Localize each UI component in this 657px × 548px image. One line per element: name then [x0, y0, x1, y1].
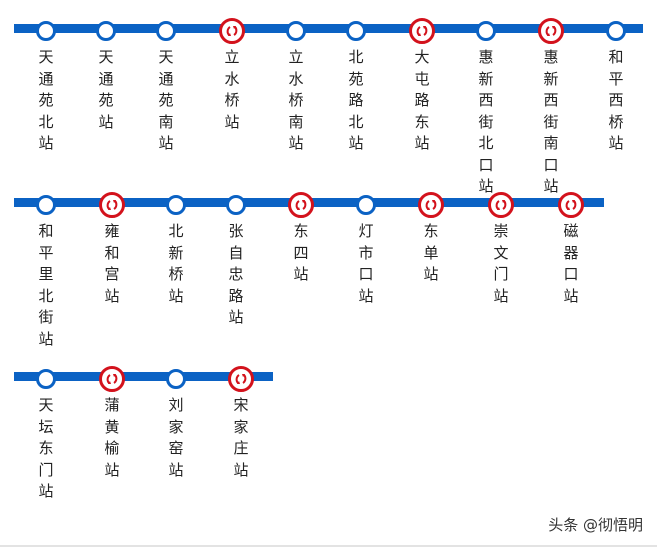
- station-circle-icon: [476, 21, 496, 41]
- station-label: 磁 器 口 站: [563, 222, 579, 305]
- station-circle-icon: [166, 195, 186, 215]
- station-label: 雍 和 宫 站: [104, 222, 120, 305]
- station-label: 天 通 苑 南 站: [158, 48, 174, 152]
- transfer-station-icon: [409, 18, 435, 44]
- station-label: 立 水 桥 站: [224, 48, 240, 131]
- line-segment-row-3: [14, 372, 273, 381]
- station-circle-icon: [36, 195, 56, 215]
- station-label: 东 单 站: [423, 222, 439, 283]
- station-circle-icon: [156, 21, 176, 41]
- transfer-station-icon: [288, 192, 314, 218]
- transfer-station-icon: [558, 192, 584, 218]
- transfer-station-icon: [488, 192, 514, 218]
- station-circle-icon: [36, 369, 56, 389]
- station-label: 和 平 里 北 街 站: [38, 222, 54, 348]
- watermark: 头条 @彻悟明: [548, 516, 643, 534]
- station-label: 北 苑 路 北 站: [348, 48, 364, 152]
- station-label: 蒲 黄 榆 站: [104, 396, 120, 479]
- station-circle-icon: [346, 21, 366, 41]
- station-circle-icon: [286, 21, 306, 41]
- station-circle-icon: [606, 21, 626, 41]
- station-label: 东 四 站: [293, 222, 309, 283]
- transfer-station-icon: [99, 366, 125, 392]
- station-label: 北 新 桥 站: [168, 222, 184, 305]
- transfer-station-icon: [418, 192, 444, 218]
- station-circle-icon: [96, 21, 116, 41]
- station-label: 惠 新 西 街 南 口 站: [543, 48, 559, 195]
- transfer-station-icon: [228, 366, 254, 392]
- transfer-station-icon: [219, 18, 245, 44]
- station-circle-icon: [166, 369, 186, 389]
- station-label: 大 屯 路 东 站: [414, 48, 430, 152]
- transfer-station-icon: [99, 192, 125, 218]
- station-label: 和 平 西 桥 站: [608, 48, 624, 152]
- station-label: 惠 新 西 街 北 口 站: [478, 48, 494, 195]
- transfer-station-icon: [538, 18, 564, 44]
- station-circle-icon: [356, 195, 376, 215]
- station-label: 刘 家 窑 站: [168, 396, 184, 479]
- station-label: 天 通 苑 北 站: [38, 48, 54, 152]
- station-label: 立 水 桥 南 站: [288, 48, 304, 152]
- station-label: 崇 文 门 站: [493, 222, 509, 305]
- station-label: 宋 家 庄 站: [233, 396, 249, 479]
- station-label: 灯 市 口 站: [358, 222, 374, 305]
- station-circle-icon: [226, 195, 246, 215]
- divider: [0, 545, 657, 547]
- station-label: 张 自 忠 路 站: [228, 222, 244, 326]
- station-label: 天 通 苑 站: [98, 48, 114, 131]
- station-circle-icon: [36, 21, 56, 41]
- line-segment-row-1: [14, 24, 643, 33]
- station-label: 天 坛 东 门 站: [38, 396, 54, 500]
